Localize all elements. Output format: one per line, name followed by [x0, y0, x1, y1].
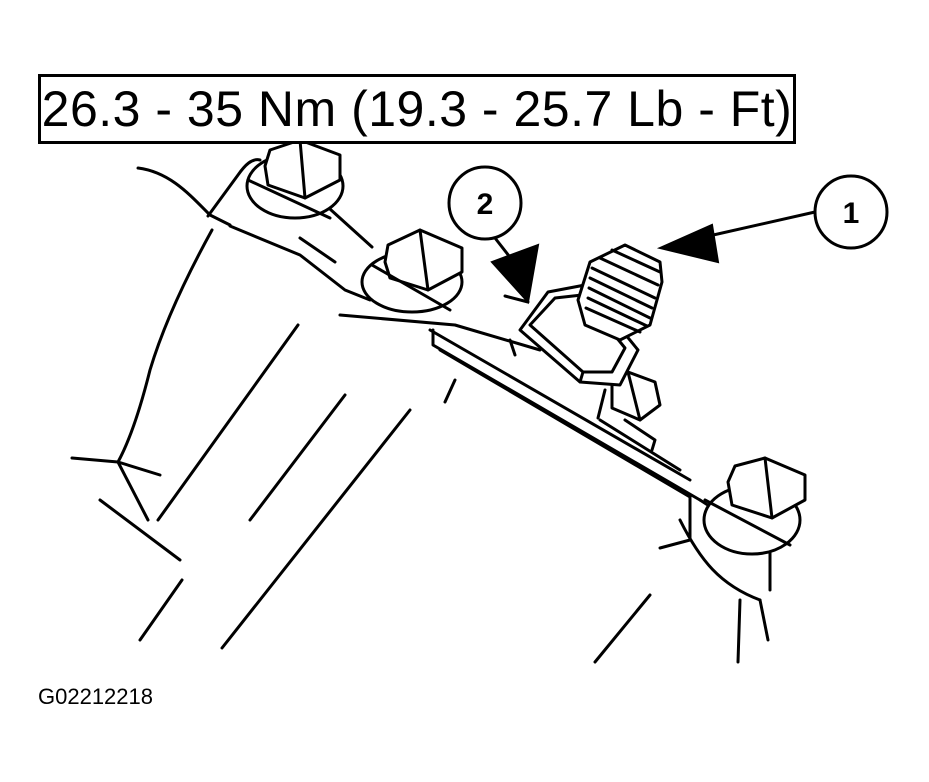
- callout-2: 2: [447, 165, 523, 241]
- callout-1-number: 1: [843, 197, 860, 230]
- housing-body: [70, 158, 772, 664]
- callout-2-arrow: [490, 236, 540, 305]
- sensor-threaded-stem: [576, 243, 664, 342]
- callout-1: 1: [813, 174, 889, 250]
- torque-spec-text: 26.3 - 35 Nm (19.3 - 25.7 Lb - Ft): [41, 81, 793, 137]
- figure-code: G02212218: [38, 684, 153, 709]
- callout-1-arrow: [656, 210, 817, 264]
- bolt-upper-left: [245, 138, 345, 220]
- callout-2-number: 2: [477, 188, 494, 221]
- bolt-middle-left: [360, 228, 464, 314]
- torque-spec-label: 26.3 - 35 Nm (19.3 - 25.7 Lb - Ft): [38, 74, 796, 144]
- bolt-lower-right: [702, 456, 807, 556]
